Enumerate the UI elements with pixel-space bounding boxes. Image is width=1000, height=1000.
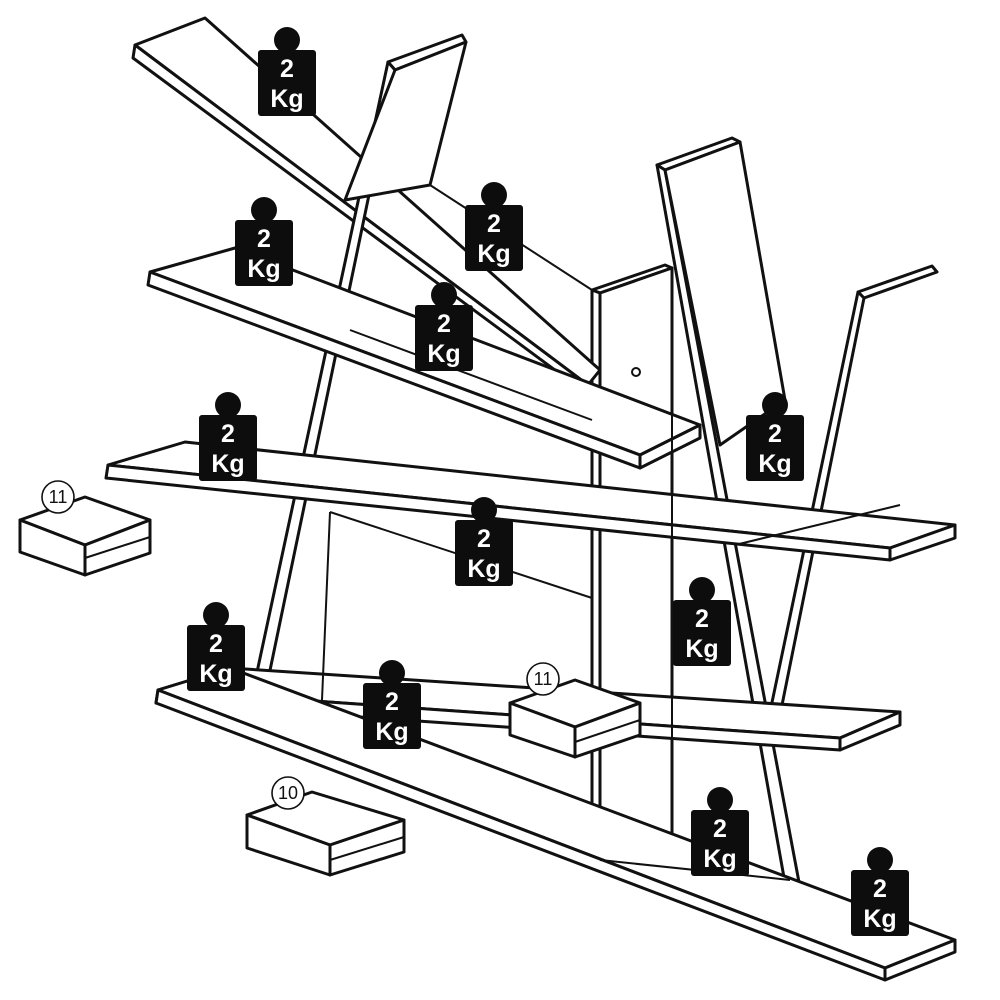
- part-box-11-center: 11: [508, 662, 642, 759]
- weight-unit-label: Kg: [211, 450, 244, 478]
- weight-value-label: 2: [477, 525, 491, 553]
- weight-body: [187, 625, 245, 691]
- weight-body: [258, 50, 316, 116]
- weight-knob: [251, 197, 277, 223]
- weight-value-label: 2: [713, 815, 727, 843]
- weight-value-label: 2: [221, 420, 235, 448]
- weight-knob: [431, 282, 457, 308]
- weight-body: [746, 415, 804, 481]
- weight-knob: [867, 847, 893, 873]
- weight-body: [691, 810, 749, 876]
- center-vertical-panel: [590, 263, 674, 862]
- weight-knob: [215, 392, 241, 418]
- weight-body: [851, 870, 909, 936]
- weight-2kg-12: 2Kg: [851, 847, 909, 936]
- weight-2kg-6: 2Kg: [455, 497, 513, 586]
- part-box-10: 10: [245, 776, 406, 877]
- weight-value-label: 2: [768, 420, 782, 448]
- weight-body: [363, 683, 421, 749]
- weight-value-label: 2: [437, 310, 451, 338]
- part-box-11-left: 11: [18, 480, 152, 577]
- part-label-10: 10: [278, 783, 298, 803]
- weight-knob: [203, 602, 229, 628]
- weight-2kg-2: 2Kg: [235, 197, 293, 286]
- weight-body: [199, 415, 257, 481]
- shelf-third: [104, 440, 957, 562]
- far-right-leg: [768, 264, 939, 717]
- part-callout-10: [271, 776, 305, 810]
- part-callout-11-center: [526, 662, 560, 696]
- weight-body: [455, 520, 513, 586]
- weight-knob: [689, 577, 715, 603]
- weight-body: [673, 600, 731, 666]
- weight-unit-label: Kg: [477, 240, 510, 268]
- weight-2kg-3: 2Kg: [465, 182, 523, 271]
- weight-knob: [379, 660, 405, 686]
- weight-knob: [481, 182, 507, 208]
- weight-2kg-4: 2Kg: [415, 282, 473, 371]
- weight-body: [415, 305, 473, 371]
- part-label-11-left: 11: [49, 487, 68, 507]
- weight-value-label: 2: [487, 210, 501, 238]
- weight-value-label: 2: [257, 225, 271, 253]
- weight-2kg-11: 2Kg: [691, 787, 749, 876]
- weight-body: [235, 220, 293, 286]
- weight-2kg-10: 2Kg: [363, 660, 421, 749]
- weight-knob: [274, 27, 300, 53]
- left-a-frame-leg: [243, 33, 468, 730]
- weight-unit-label: Kg: [703, 845, 736, 873]
- weight-unit-label: Kg: [427, 340, 460, 368]
- weight-unit-label: Kg: [863, 905, 896, 933]
- weight-unit-label: Kg: [467, 555, 500, 583]
- part-label-11-center: 11: [534, 669, 553, 689]
- weight-unit-label: Kg: [685, 635, 718, 663]
- weight-knob: [707, 787, 733, 813]
- weight-unit-label: Kg: [375, 718, 408, 746]
- weight-value-label: 2: [280, 55, 294, 83]
- part-callout-11-left: [41, 480, 75, 514]
- weight-2kg-1: 2Kg: [258, 27, 316, 116]
- weight-unit-label: Kg: [758, 450, 791, 478]
- weight-unit-label: Kg: [270, 85, 303, 113]
- weight-value-label: 2: [873, 875, 887, 903]
- weight-2kg-8: 2Kg: [187, 602, 245, 691]
- weight-unit-label: Kg: [247, 255, 280, 283]
- weight-2kg-7: 2Kg: [746, 392, 804, 481]
- weight-knob: [762, 392, 788, 418]
- weight-knob: [471, 497, 497, 523]
- weight-body: [465, 205, 523, 271]
- weight-value-label: 2: [209, 630, 223, 658]
- weight-value-label: 2: [695, 605, 709, 633]
- weight-2kg-5: 2Kg: [199, 392, 257, 481]
- weight-2kg-9: 2Kg: [673, 577, 731, 666]
- weight-unit-label: Kg: [199, 660, 232, 688]
- weight-value-label: 2: [385, 688, 399, 716]
